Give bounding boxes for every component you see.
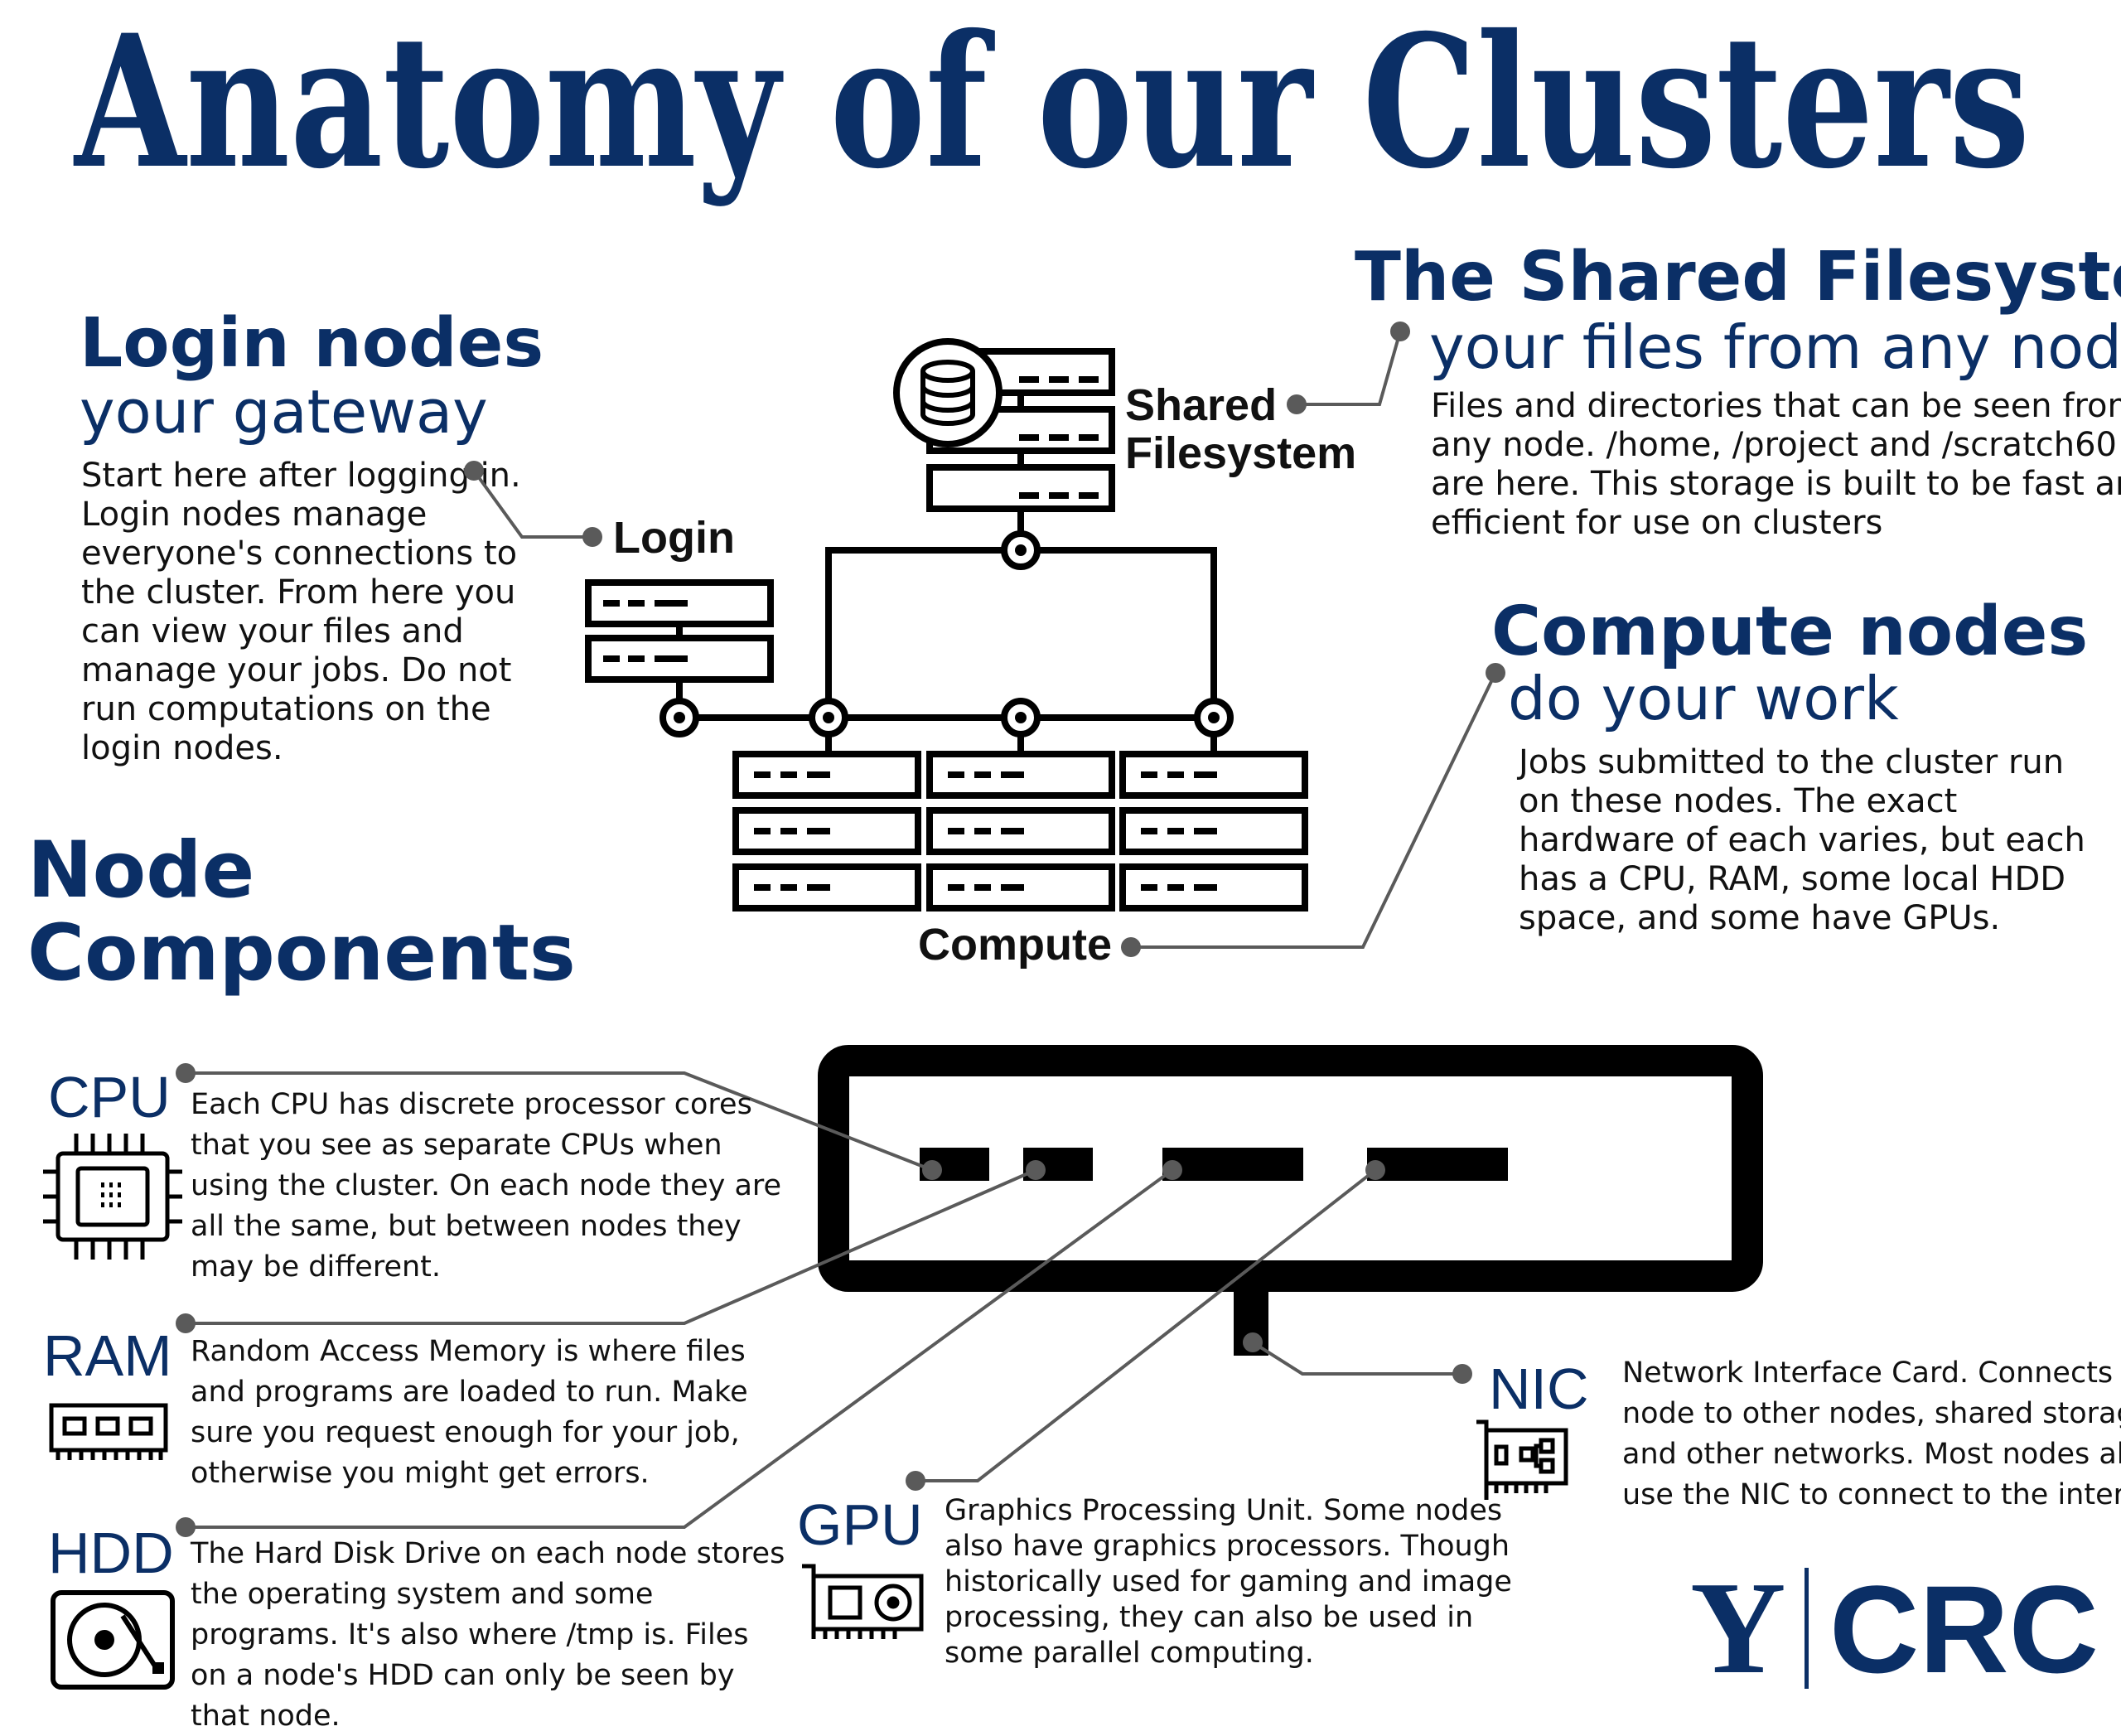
diagram-label-shared: Shared — [1125, 380, 1277, 430]
compute-nodes-line: has a CPU, RAM, some local HDD — [1519, 860, 2065, 898]
gpu-desc-line: Graphics Processing Unit. Some nodes — [945, 1494, 1502, 1527]
compute-nodes-line: space, and some have GPUs. — [1519, 899, 2000, 937]
gpu-desc-line: some parallel computing. — [945, 1637, 1314, 1670]
compute-nodes-line: on these nodes. The exact — [1519, 782, 1957, 820]
hdd-desc-line: the operating system and some — [191, 1578, 653, 1611]
cpu-desc-line: may be different. — [191, 1250, 441, 1284]
gpu-desc-line: processing, they can also be used in — [945, 1601, 1473, 1634]
gpu-label: GPU — [797, 1492, 923, 1557]
cluster-diagram: Login Shared Filesystem Compute — [585, 338, 1356, 970]
hdd-desc-line: programs. It's also where /tmp is. Files — [191, 1618, 748, 1651]
component-leader-lines — [176, 1063, 1472, 1537]
login-nodes-line: manage your jobs. Do not — [81, 651, 511, 689]
node-box-diagram — [818, 1045, 1763, 1356]
cpu-desc-line: Each CPU has discrete processor cores — [191, 1088, 752, 1121]
compute-nodes-heading: Compute nodes — [1491, 592, 2088, 671]
cpu-desc-line: using the cluster. On each node they are — [191, 1169, 781, 1202]
nic-desc-line: and other networks. Most nodes also — [1622, 1438, 2121, 1471]
ycrc-logo: Y CRC — [1690, 1554, 2099, 1701]
compute-nodes-section: Compute nodes do your work Jobs submitte… — [1491, 592, 2088, 937]
login-nodes-line: run computations on the — [81, 690, 491, 728]
gpu-component: GPU Graphics Processing Unit. Some nodes… — [797, 1492, 1512, 1670]
login-nodes-line: can view your files and — [81, 612, 464, 650]
diagram-label-filesystem: Filesystem — [1125, 428, 1356, 478]
node-components-heading-line1: Node — [27, 825, 254, 916]
shared-filesystem-subheading: your files from any node — [1429, 312, 2121, 382]
diagram-label-compute: Compute — [918, 920, 1112, 970]
nic-label: NIC — [1489, 1356, 1589, 1421]
ram-module-icon — [49, 1403, 168, 1460]
nic-component: NIC Network Interface Card. Connects the… — [1476, 1356, 2121, 1511]
database-icon — [920, 360, 975, 426]
hdd-label: HDD — [48, 1521, 174, 1585]
diagram-label-login: Login — [613, 513, 735, 563]
gpu-desc-line: also have graphics processors. Though — [945, 1530, 1510, 1563]
nic-desc-line: Network Interface Card. Connects the — [1622, 1356, 2121, 1390]
cpu-label: CPU — [48, 1065, 171, 1129]
login-server — [585, 579, 774, 683]
ram-desc-line: Random Access Memory is where files — [191, 1335, 746, 1368]
network-card-icon — [1476, 1419, 1568, 1500]
ram-desc-line: sure you request enough for your job, — [191, 1416, 740, 1449]
ram-desc-line: and programs are loaded to run. Make — [191, 1376, 748, 1409]
node-components-heading-line2: Components — [27, 908, 576, 999]
login-nodes-line: Login nodes manage — [81, 496, 427, 534]
login-nodes-heading: Login nodes — [80, 304, 544, 383]
ram-label: RAM — [43, 1323, 172, 1388]
logo-crc: CRC — [1829, 1559, 2099, 1699]
network-ports — [659, 530, 1234, 737]
nic-desc-line: use the NIC to connect to the internet. — [1622, 1478, 2121, 1511]
shared-filesystem-heading: The Shared Filesystem — [1355, 238, 2121, 317]
login-nodes-subheading: your gateway — [80, 377, 488, 447]
logo-divider — [1805, 1568, 1809, 1689]
shared-filesystem-line: any node. /home, /project and /scratch60 — [1431, 426, 2117, 464]
shared-filesystem-section: The Shared Filesystem your files from an… — [1355, 238, 2121, 542]
hdd-desc-line: The Hard Disk Drive on each node stores — [190, 1537, 785, 1570]
nic-desc-line: node to other nodes, shared storage, — [1622, 1397, 2121, 1430]
gpu-desc-line: historically used for gaming and image — [945, 1565, 1512, 1598]
login-nodes-section: Login nodes your gateway Start here afte… — [80, 304, 544, 767]
compute-nodes-line: Jobs submitted to the cluster run — [1516, 743, 2064, 781]
hard-drive-icon — [51, 1590, 175, 1690]
gpu-slot — [1367, 1148, 1508, 1181]
hdd-desc-line: that node. — [191, 1700, 341, 1733]
login-nodes-line: login nodes. — [81, 729, 283, 767]
compute-nodes-line: hardware of each varies, but each — [1519, 821, 2085, 859]
cpu-desc-line: that you see as separate CPUs when — [191, 1129, 722, 1162]
ram-component: RAM Random Access Memory is where files … — [43, 1323, 748, 1490]
login-nodes-line: the cluster. From here you — [81, 573, 515, 612]
hdd-slot — [1162, 1148, 1303, 1181]
cpu-component: CPU Each CPU has discrete processor core… — [43, 1065, 781, 1284]
ram-desc-line: otherwise you might get errors. — [191, 1457, 650, 1490]
compute-server-stacks — [732, 751, 1308, 912]
logo-y: Y — [1690, 1554, 1786, 1701]
node-chassis — [818, 1045, 1763, 1292]
shared-filesystem-line: efficient for use on clusters — [1431, 504, 1882, 542]
compute-nodes-subheading: do your work — [1508, 664, 1899, 733]
cpu-chip-icon — [43, 1134, 182, 1260]
cpu-desc-line: all the same, but between nodes they — [191, 1210, 742, 1243]
graphics-card-icon — [802, 1564, 924, 1639]
login-nodes-line: Start here after logging in. — [81, 457, 521, 495]
network-storage-branch — [825, 547, 1217, 718]
shared-filesystem-line: are here. This storage is built to be fa… — [1431, 465, 2121, 503]
page-title: Anatomy of our Clusters — [73, 0, 2030, 209]
top-leader-lines — [464, 322, 1505, 957]
shared-filesystem-line: Files and directories that can be seen f… — [1431, 387, 2121, 425]
hdd-desc-line: on a node's HDD can only be seen by — [191, 1659, 735, 1692]
login-nodes-line: everyone's connections to — [81, 534, 517, 573]
hdd-component: HDD The Hard Disk Drive on each node sto… — [48, 1521, 785, 1733]
